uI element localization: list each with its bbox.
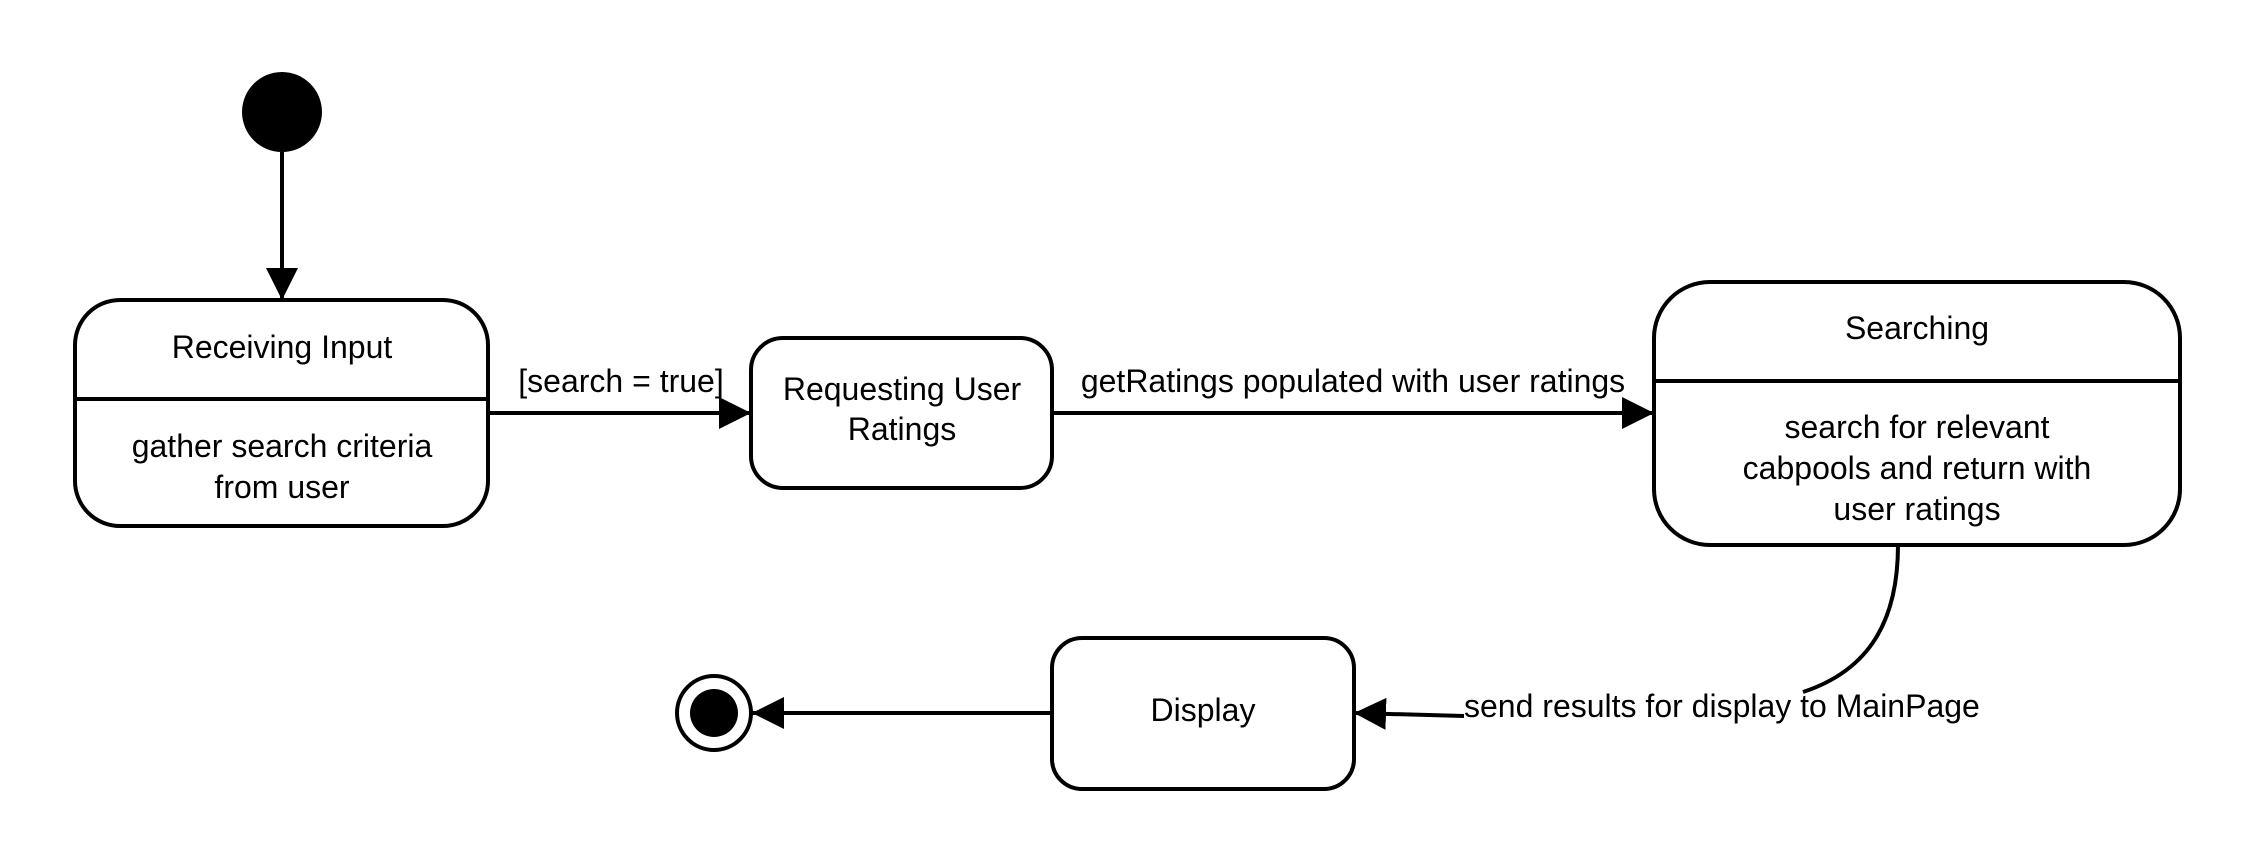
state-searching[interactable]: Searching search for relevant cabpools a… <box>1652 280 2182 547</box>
state-name: Receiving Input <box>172 329 393 365</box>
state-activity-line: from user <box>214 469 349 505</box>
transition-searching-to-display-arrow <box>1353 697 1465 730</box>
transition-label: send results for display to MainPage <box>1464 688 1980 724</box>
final-state <box>675 674 753 752</box>
state-name-line: Requesting User <box>783 371 1022 407</box>
transition-guard-label: [search = true] <box>518 363 723 399</box>
transition-label: getRatings populated with user ratings <box>1081 363 1625 399</box>
initial-state <box>242 72 322 152</box>
state-activity-line: gather search criteria <box>132 428 433 464</box>
state-activity-line: user ratings <box>1833 491 2000 527</box>
state-name-line: Ratings <box>848 411 957 447</box>
state-receiving-input[interactable]: Receiving Input gather search criteria f… <box>73 298 490 528</box>
state-activity-line: search for relevant <box>1784 409 2049 445</box>
state-activity-line: cabpools and return with <box>1743 450 2092 486</box>
state-name: Searching <box>1845 310 1989 346</box>
state-requesting-user-ratings[interactable]: Requesting User Ratings <box>749 336 1054 490</box>
transition-searching-to-display <box>1802 544 1900 694</box>
state-name: Display <box>1151 692 1256 728</box>
state-display[interactable]: Display <box>1050 636 1356 791</box>
